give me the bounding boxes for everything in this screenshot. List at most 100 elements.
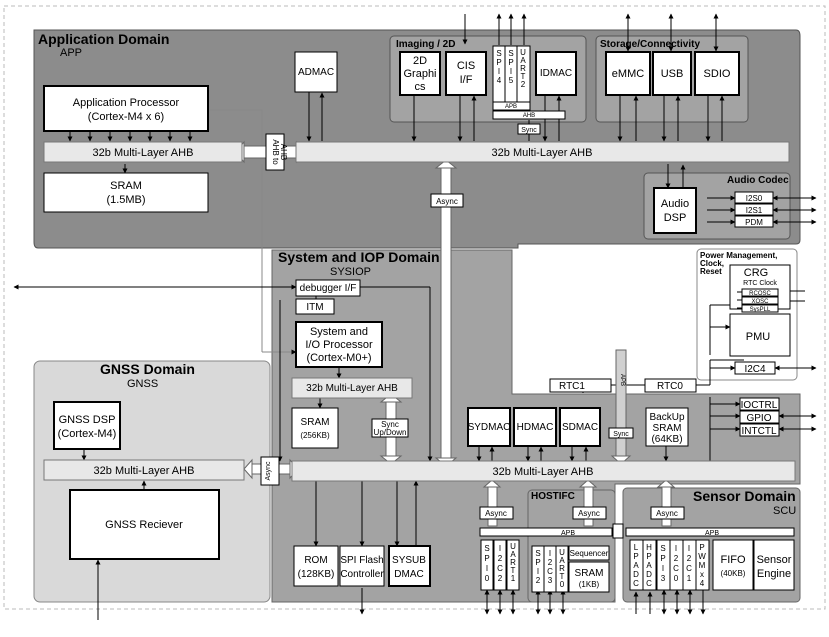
uart2-c0: U	[520, 48, 526, 57]
sdmac-sync-label: Sync	[613, 431, 629, 438]
gnss-domain-title: GNSS Domain	[100, 361, 195, 377]
spi0-c1: P	[484, 554, 489, 563]
apb-rail-sensor-label: APB	[705, 530, 719, 537]
uart1-c3: T	[511, 566, 516, 575]
idmac-label: IDMAC	[540, 68, 572, 79]
sysub-dmac-line-2: DMAC	[394, 569, 423, 580]
sys-bus-main-label: 32b Multi-Layer AHB	[493, 466, 594, 478]
pwm-c1: W	[698, 552, 706, 561]
uart0-c2: R	[559, 564, 565, 573]
uart1-c0: U	[510, 542, 516, 551]
outer-border	[3, 5, 826, 610]
power-title-line-2: Clock,	[700, 259, 724, 268]
admac-label: ADMAC	[298, 67, 334, 78]
sys-sram-line-1: SRAM	[301, 417, 330, 428]
intctl-label: INTCTL	[742, 426, 777, 437]
sdmac-sync	[608, 427, 634, 439]
itm-block	[295, 298, 335, 315]
i2c2-block: I 2 C 2	[493, 539, 507, 591]
i2c1-c1: 2	[687, 554, 692, 563]
pmu-label: PMU	[746, 331, 771, 343]
i2c0-c0: I	[675, 544, 677, 553]
sys-processor-block	[295, 321, 383, 368]
sensor-domain-title: Sensor Domain	[693, 488, 796, 504]
backup-sram-block	[645, 407, 689, 447]
sys-processor-line-1: System and	[310, 326, 368, 338]
spi0-c0: S	[484, 544, 489, 553]
backup-sram-line-1: BackUp	[649, 412, 684, 423]
imaging-ahb-label: AHB	[523, 113, 535, 119]
i2c1-block: I 2 C 1	[682, 539, 697, 591]
i2c0-c3: 0	[674, 574, 679, 583]
spi5-c3: 5	[509, 76, 514, 85]
i2c2-c2: C	[497, 564, 503, 573]
audio-dsp-line-2: DSP	[664, 212, 687, 224]
graphics-2d-line-3: cs	[415, 81, 427, 93]
itm-label: ITM	[306, 302, 323, 313]
uart2-c3: T	[521, 72, 526, 81]
apb-rail-host-label: APB	[561, 530, 575, 537]
sys-sram-block	[291, 407, 339, 449]
rom-block	[293, 545, 339, 587]
sys-bus-main	[291, 460, 796, 482]
hpadc-block: H P A D C	[642, 539, 657, 591]
sdio-label: SDIO	[704, 68, 731, 80]
pwm-c2: M	[699, 561, 706, 570]
imaging-apb	[492, 101, 531, 111]
i2s1-label: I2S1	[746, 206, 763, 215]
lpadc-c0: L	[634, 543, 639, 552]
rom-line-2: (128KB)	[298, 569, 335, 580]
cis-if-line-2: I/F	[460, 74, 473, 86]
ahb-to-ahb-line-2: AHB	[279, 144, 288, 160]
lpadc-c1: P	[633, 552, 638, 561]
pdm-label: PDM	[745, 218, 763, 227]
imaging-sync	[517, 123, 541, 135]
gnss-dsp-block	[53, 401, 121, 450]
spi3-c1: P	[660, 554, 665, 563]
sensor-domain-subtitle: SCU	[773, 505, 796, 517]
app-bus-left	[43, 141, 243, 163]
power-title-line-1: Power Management,	[700, 251, 777, 260]
fifo-line-2: (40KB)	[721, 569, 746, 578]
imaging-sync-label: Sync	[521, 127, 537, 134]
uart0-block: U A R T 0	[555, 545, 569, 593]
spi4-c3: 4	[497, 76, 502, 85]
sequencer-block	[568, 545, 610, 561]
lpadc-c4: C	[633, 579, 639, 588]
ioctrl-label: IOCTRL	[741, 400, 778, 411]
hpadc-c4: C	[646, 579, 652, 588]
i2c4-label: I2C4	[744, 364, 766, 375]
hostifc-title: HOSTIFC	[531, 491, 575, 502]
i2c4-block	[734, 361, 776, 375]
apb-rail-sensor	[625, 527, 795, 537]
sysub-dmac-block	[388, 545, 431, 587]
i2c2-c1: 2	[498, 554, 503, 563]
spi2-c1: P	[535, 558, 540, 567]
i2c1-c2: C	[686, 564, 692, 573]
spi3-c3: 3	[661, 574, 666, 583]
rtc-apb-label: APB	[619, 374, 625, 386]
host-sram-block	[568, 561, 610, 593]
rtc0-block	[644, 378, 697, 393]
app-sram-block	[43, 172, 209, 213]
spi3-c2: I	[662, 564, 664, 573]
uart0-c0: U	[559, 548, 565, 557]
async-box-3-label: Async	[656, 509, 678, 518]
power-title-line-3: Reset	[700, 267, 722, 276]
spi2-block: S P I 2	[531, 545, 545, 593]
sys-processor-line-3: (Cortex-M0+)	[306, 352, 371, 364]
app-domain-title: Application Domain	[38, 31, 169, 47]
sdmac-label: SDMAC	[562, 422, 598, 433]
storage-title: Storage/Connectivity	[600, 39, 700, 50]
hdmac-block	[513, 407, 557, 447]
spi5-c2: I	[510, 67, 512, 76]
i2c1-c0: I	[688, 544, 690, 553]
spi-flash-line-2: Controller	[340, 569, 384, 580]
gnss-domain-subtitle: GNSS	[127, 378, 158, 390]
spi2-c3: 2	[536, 576, 541, 585]
uart0-c3: T	[560, 572, 565, 581]
uart2-block: U A R T 2	[516, 45, 531, 103]
uart0-c4: 0	[560, 580, 565, 589]
uart2-c1: A	[520, 56, 526, 65]
i2s1-block	[734, 203, 774, 216]
